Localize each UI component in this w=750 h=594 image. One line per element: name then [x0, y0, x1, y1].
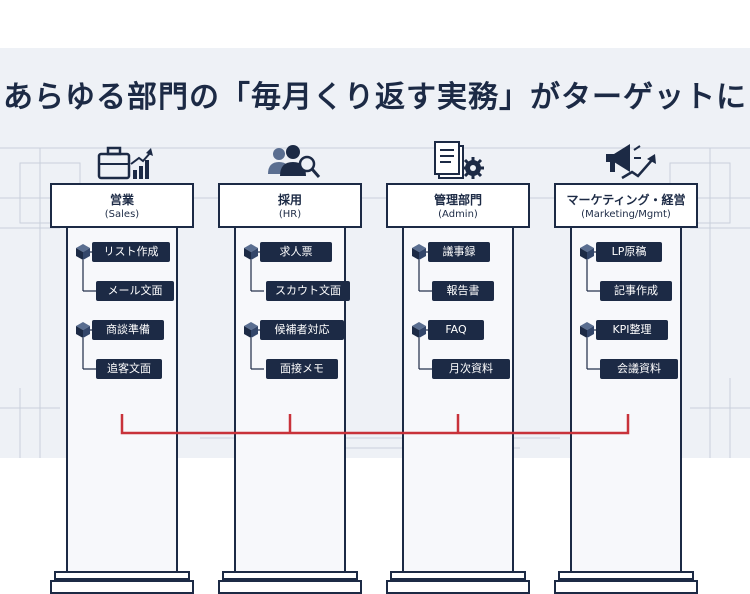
- task-label: 報告書: [432, 281, 494, 301]
- task-label: 候補者対応: [260, 320, 344, 340]
- pillar-base-top: [54, 571, 190, 580]
- task-label: 会議資料: [600, 359, 678, 379]
- pillar-header: マーケティング・経営 (Marketing/Mgmt): [554, 183, 698, 228]
- pillar-header: 管理部門 (Admin): [386, 183, 530, 228]
- cube-icon: [580, 244, 594, 260]
- pillar-header: 営業 (Sales): [50, 183, 194, 228]
- department-subtitle: (Marketing/Mgmt): [581, 209, 671, 220]
- cube-icon: [580, 322, 594, 338]
- task-tree-lines: [586, 251, 600, 370]
- megaphone-growth-icon: [606, 144, 656, 180]
- task-label: メール文面: [96, 281, 174, 301]
- department-name: 管理部門: [433, 193, 482, 207]
- task-label: LP原稿: [596, 242, 662, 262]
- cube-icon: [412, 244, 426, 260]
- department-subtitle: (Admin): [438, 209, 478, 220]
- pillar-base: [50, 580, 194, 594]
- task-label: 商談準備: [92, 320, 164, 340]
- cube-icon: [76, 322, 90, 338]
- diagram-canvas: あらゆる部門の「毎月くり返す実務」がターゲットに: [0, 48, 750, 594]
- pillar-base-top: [222, 571, 358, 580]
- pillar-header: 採用 (HR): [218, 183, 362, 228]
- pillar-base: [386, 580, 530, 594]
- task-label: スカウト文面: [266, 281, 350, 301]
- briefcase-chart-icon: [97, 146, 153, 180]
- cube-icon: [76, 244, 90, 260]
- department-subtitle: (HR): [278, 209, 302, 220]
- task-label: 求人票: [260, 242, 332, 262]
- connector-line: [120, 414, 630, 435]
- documents-gear-icon: [434, 141, 484, 179]
- people-search-icon: [268, 145, 321, 178]
- page-title: あらゆる部門の「毎月くり返す実務」がターゲットに: [3, 80, 747, 115]
- department-subtitle: (Sales): [104, 209, 140, 220]
- task-tree-lines: [418, 251, 432, 370]
- pillar-base-top: [390, 571, 526, 580]
- task-label: リスト作成: [92, 242, 170, 262]
- pillar-base: [554, 580, 698, 594]
- cube-icon: [244, 322, 258, 338]
- cube-icon: [244, 244, 258, 260]
- task-label: 議事録: [428, 242, 490, 262]
- task-label: 追客文面: [96, 359, 162, 379]
- department-name: マーケティング・経営: [566, 193, 686, 207]
- task-label: FAQ: [428, 320, 484, 340]
- task-label: 月次資料: [432, 359, 510, 379]
- pillar-base: [218, 580, 362, 594]
- task-label: 記事作成: [600, 281, 672, 301]
- department-name: 採用: [277, 193, 302, 207]
- pillar-base-top: [558, 571, 694, 580]
- task-label: 面接メモ: [266, 359, 338, 379]
- department-name: 営業: [109, 193, 134, 207]
- task-label: KPI整理: [596, 320, 668, 340]
- cube-icon: [412, 322, 426, 338]
